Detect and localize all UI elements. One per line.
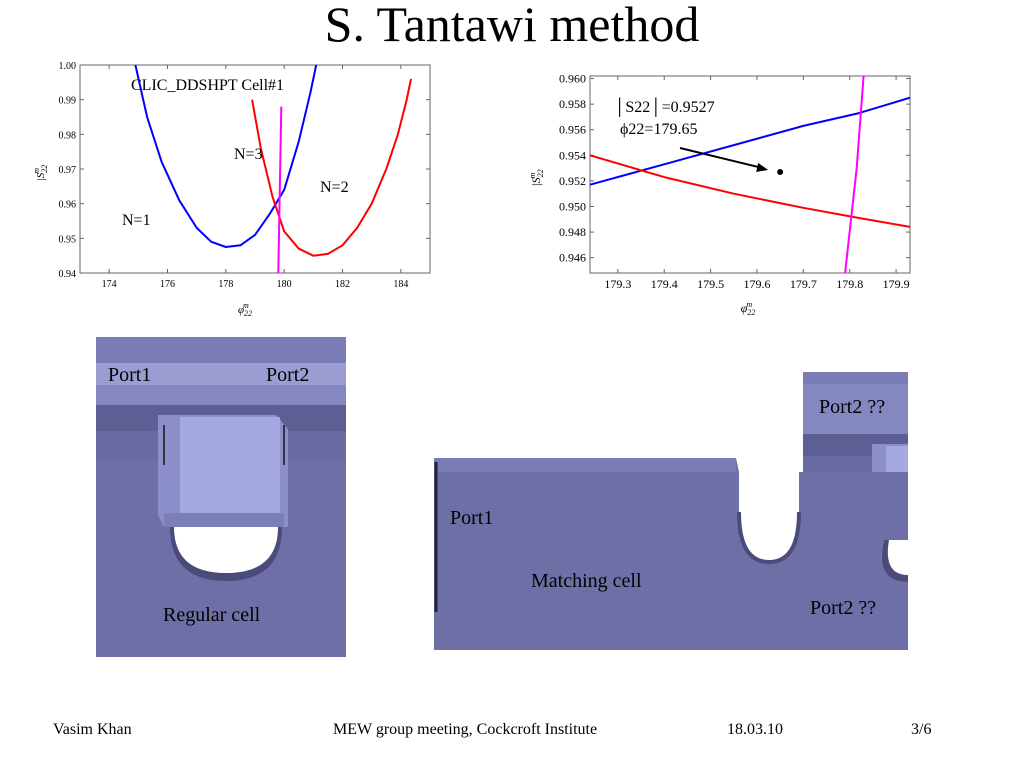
y-tick-label: 0.95	[59, 234, 77, 245]
series-line-n-1	[134, 64, 318, 248]
x-tick-label: 179.8	[836, 277, 863, 291]
chart-title: CLIC_DDSHPT Cell#1	[131, 77, 284, 94]
y-tick-label: 0.954	[559, 148, 586, 162]
annotation-arrowhead	[756, 162, 769, 172]
y-tick-label: 0.946	[559, 251, 586, 265]
x-tick-label: 178	[218, 279, 233, 290]
annotation-n1: N=1	[122, 212, 151, 229]
y-axis-label: |S22m	[32, 165, 49, 182]
y-tick-label: 0.96	[59, 200, 77, 211]
annotation-s22-magnitude: │S22│=0.9527	[614, 97, 715, 117]
x-tick-label: 180	[277, 279, 292, 290]
series-line-n-2	[251, 78, 412, 257]
y-tick-label: 0.950	[559, 199, 586, 213]
matching-cell-caption: Matching cell	[531, 570, 642, 592]
matching-port2-bottom-label: Port2 ??	[810, 597, 877, 619]
plot-frame	[79, 64, 431, 274]
annotation-arrow	[679, 147, 763, 169]
series-line-blue	[589, 96, 911, 186]
matching-port2-top-label: Port2 ??	[819, 396, 886, 418]
x-axis-label: φ22m	[238, 301, 252, 318]
y-tick-label: 0.94	[59, 269, 77, 280]
x-tick-label: 179.7	[790, 277, 817, 291]
footer-author: Vasim Khan	[53, 721, 132, 738]
annotation-n3: N=3	[234, 146, 263, 163]
y-tick-label: 1.00	[59, 61, 77, 72]
regular-cell-drawing	[96, 337, 346, 657]
matching-port1-label: Port1	[450, 507, 494, 529]
y-tick-label: 0.99	[59, 96, 77, 107]
y-tick-label: 0.98	[59, 130, 77, 141]
y-tick-label: 0.97	[59, 165, 77, 176]
s22-magnitude-vs-phase-chart: 174 176 178 180 182 184 0.94 0.95 0.96 0.97 0.98 0.…	[32, 61, 431, 318]
x-tick-label: 174	[102, 279, 117, 290]
slide-title: S. Tantawi method	[324, 0, 700, 52]
x-tick-label: 184	[393, 279, 408, 290]
data-point-marker	[777, 168, 784, 175]
footer-date: 18.03.10	[727, 721, 783, 738]
y-tick-label: 0.952	[559, 174, 586, 188]
x-tick-label: 176	[160, 279, 175, 290]
regular-cell-image: Port1 Port2 Regular cell	[96, 337, 346, 657]
y-tick-label: 0.948	[559, 225, 586, 239]
series-line-magenta	[844, 75, 865, 274]
matching-cell-image: Port1 Matching cell Port2 ?? Port2 ??	[434, 372, 908, 650]
regular-port2-label: Port2	[266, 364, 310, 386]
x-tick-label: 179.5	[697, 277, 724, 291]
regular-port1-label: Port1	[108, 364, 152, 386]
matching-cell-drawing	[434, 372, 908, 650]
x-tick-label: 179.3	[604, 277, 631, 291]
x-tick-label: 179.9	[883, 277, 910, 291]
series-line-n-3	[277, 106, 283, 274]
x-tick-label: 179.4	[651, 277, 678, 291]
footer-page: 3/6	[911, 721, 932, 738]
y-tick-label: 0.960	[559, 72, 586, 86]
series-line-red	[589, 154, 911, 228]
s22-zoomed-chart: 179.3 179.4 179.5 179.6 179.7 179.8 179.9 0.946…	[528, 72, 911, 317]
y-tick-label: 0.956	[559, 123, 586, 137]
x-tick-label: 179.6	[743, 277, 770, 291]
x-axis-label: φ22m	[741, 300, 756, 317]
annotation-s22-phase: ϕ22=179.65	[620, 121, 697, 138]
y-tick-label: 0.958	[559, 97, 586, 111]
x-tick-label: 182	[335, 279, 350, 290]
annotation-n2: N=2	[320, 179, 349, 196]
regular-cell-caption: Regular cell	[163, 604, 261, 626]
y-axis-label: |S22m	[528, 169, 545, 186]
footer-event: MEW group meeting, Cockcroft Institute	[333, 721, 598, 738]
